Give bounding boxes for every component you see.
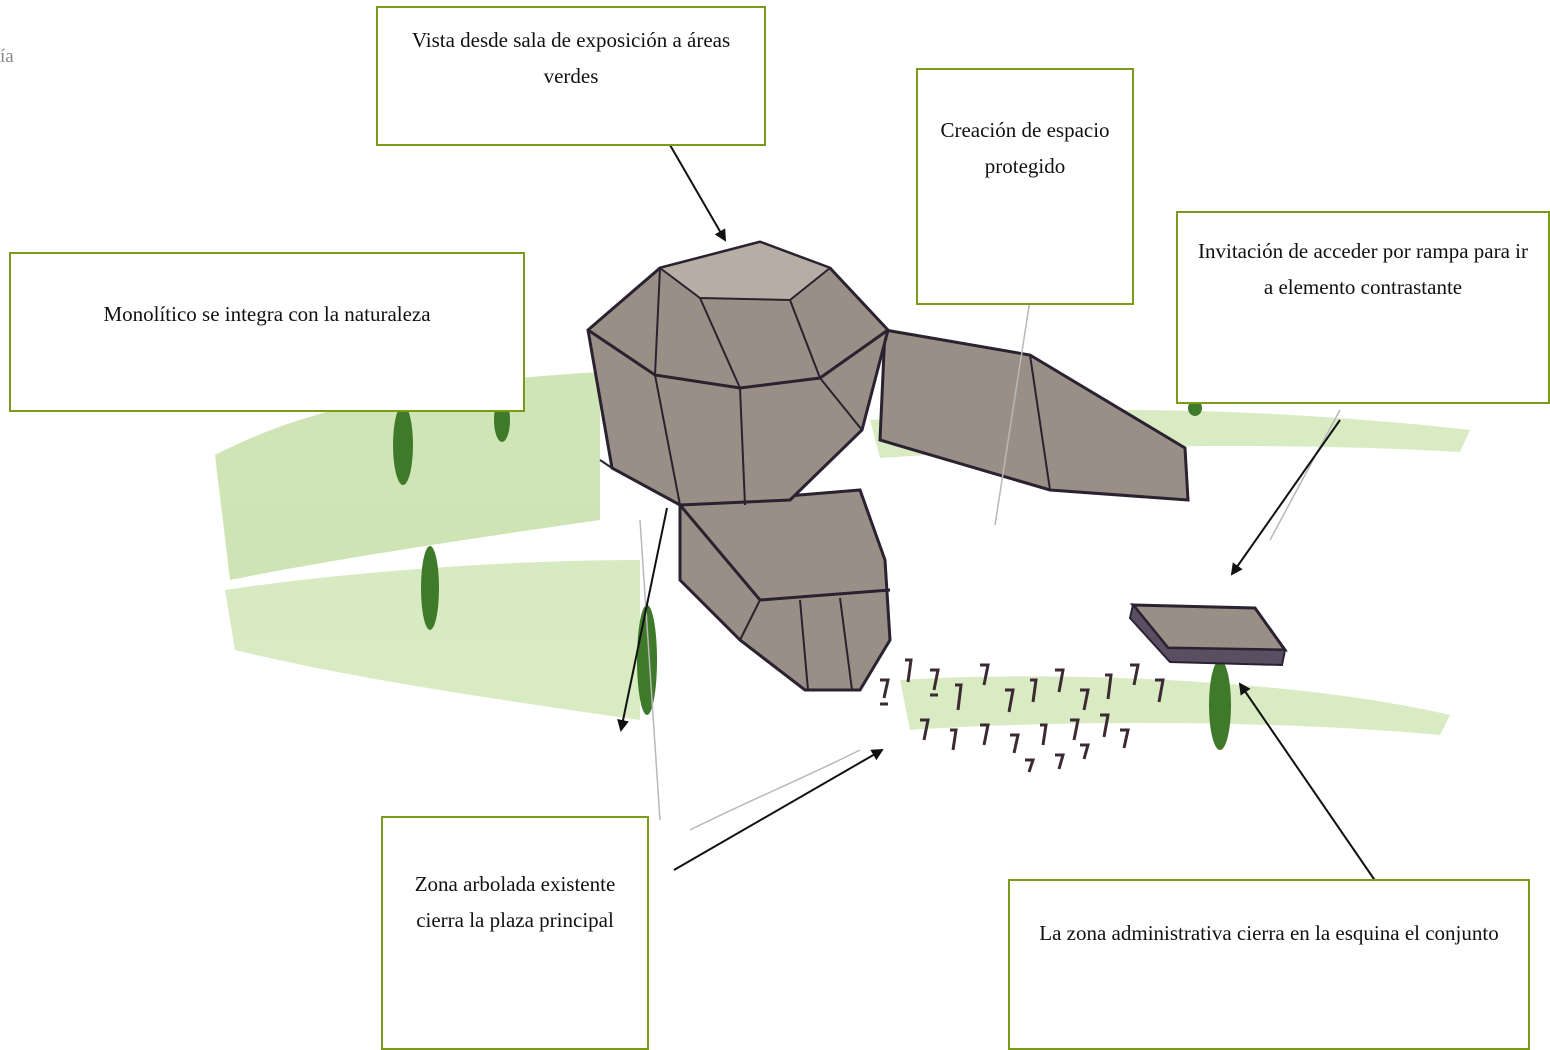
arrow-zona-arbolada	[673, 749, 884, 871]
arrow-monolitico	[617, 507, 668, 732]
tree	[421, 546, 439, 630]
callout-espacio-protegido: Creación de espacio protegido	[916, 68, 1134, 305]
lower-volume	[678, 488, 892, 692]
monolith-building	[586, 240, 890, 507]
callout-zona-arbolada: Zona arbolada existente cierra la plaza …	[381, 816, 649, 1050]
callout-vista-sala-exposicion: Vista desde sala de exposición a áreas v…	[376, 6, 766, 146]
tree	[393, 405, 413, 485]
page-fragment-text: ía	[0, 46, 14, 67]
arrow-vista	[669, 144, 727, 242]
people-crowd	[880, 658, 1165, 773]
tree	[1209, 660, 1231, 750]
arrow-administrativa	[1238, 682, 1377, 883]
administrative-platform	[1128, 602, 1288, 667]
arrow-invitacion	[1230, 419, 1341, 576]
callout-invitacion-rampa: Invitación de acceder por rampa para ir …	[1176, 211, 1550, 404]
callout-monolitico: Monolítico se integra con la naturaleza	[9, 252, 525, 412]
callout-zona-administrativa: La zona administrativa cierra en la esqu…	[1008, 879, 1530, 1050]
sketch-guide-lines	[639, 299, 1341, 831]
tree	[1188, 400, 1202, 416]
annotation-arrows	[617, 144, 1377, 883]
